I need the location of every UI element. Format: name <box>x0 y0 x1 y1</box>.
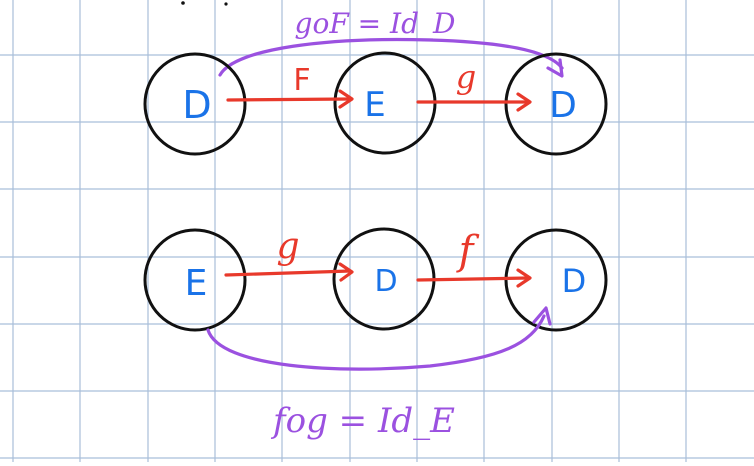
bottom-composite-label: fog = Id_E <box>270 401 455 441</box>
top-node-1-label: D <box>182 83 211 127</box>
bottom-arrow-1 <box>224 269 352 277</box>
top-arrow-1-head <box>338 89 354 109</box>
top-node-3 <box>504 52 608 156</box>
bottom-arrow-1-label: g <box>276 226 299 267</box>
top-arrow-1-label: F <box>293 63 310 98</box>
bottom-node-1 <box>143 228 247 332</box>
top-arrow-2-head <box>516 92 532 112</box>
stray-pen-marks <box>181 1 228 6</box>
top-composite-arrowhead <box>546 58 564 78</box>
top-composite-arc <box>218 37 564 77</box>
top-node-2-label: E <box>364 85 385 125</box>
bottom-arrow-1-head <box>338 262 354 282</box>
bottom-node-2-label: D <box>374 264 397 299</box>
bottom-arrow-2 <box>416 276 530 282</box>
top-node-1 <box>143 52 247 156</box>
bottom-arrow-2-head <box>516 268 532 288</box>
top-composite-label: goF = Id_D <box>295 7 456 40</box>
top-node-3-label: D <box>549 85 577 126</box>
bottom-composite-arrowhead <box>532 306 552 326</box>
top-arrow-1 <box>226 97 352 102</box>
bottom-composite-arc <box>206 314 546 371</box>
bottom-node-1-label: E <box>185 263 208 304</box>
top-arrow-2-label: g <box>456 58 476 96</box>
bottom-node-3-label: D <box>562 262 587 300</box>
